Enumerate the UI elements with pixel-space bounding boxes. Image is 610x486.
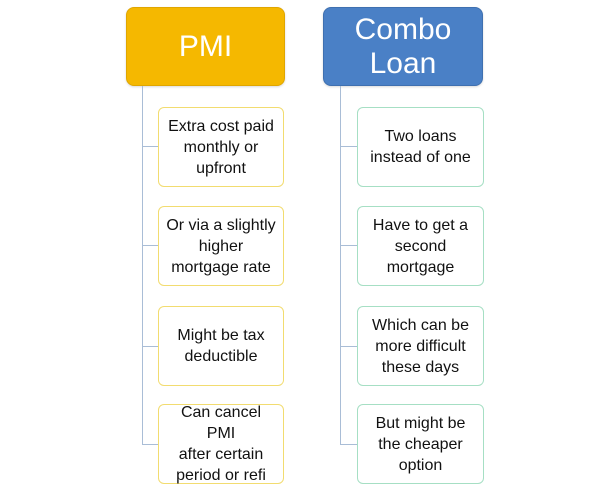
pmi-connector-vertical bbox=[142, 86, 143, 445]
combo-item-2: Have to get a second mortgage bbox=[357, 206, 484, 286]
pmi-connector-branch-4 bbox=[142, 444, 158, 445]
combo-item-4: But might be the cheaper option bbox=[357, 404, 484, 484]
combo-connector-vertical bbox=[340, 86, 341, 445]
pmi-connector-branch-3 bbox=[142, 346, 158, 347]
combo-item-1: Two loans instead of one bbox=[357, 107, 484, 187]
combo-connector-branch-2 bbox=[340, 245, 357, 246]
pmi-connector-branch-2 bbox=[142, 245, 158, 246]
pmi-connector-branch-1 bbox=[142, 146, 158, 147]
combo-connector-branch-1 bbox=[340, 146, 357, 147]
combo-loan-header: Combo Loan bbox=[323, 7, 483, 86]
combo-connector-branch-4 bbox=[340, 444, 357, 445]
pmi-header: PMI bbox=[126, 7, 285, 86]
combo-item-3: Which can be more difficult these days bbox=[357, 306, 484, 386]
pmi-item-3: Might be tax deductible bbox=[158, 306, 284, 386]
pmi-item-2: Or via a slightly higher mortgage rate bbox=[158, 206, 284, 286]
pmi-item-1: Extra cost paid monthly or upfront bbox=[158, 107, 284, 187]
pmi-item-4: Can cancel PMI after certain period or r… bbox=[158, 404, 284, 484]
combo-connector-branch-3 bbox=[340, 346, 357, 347]
